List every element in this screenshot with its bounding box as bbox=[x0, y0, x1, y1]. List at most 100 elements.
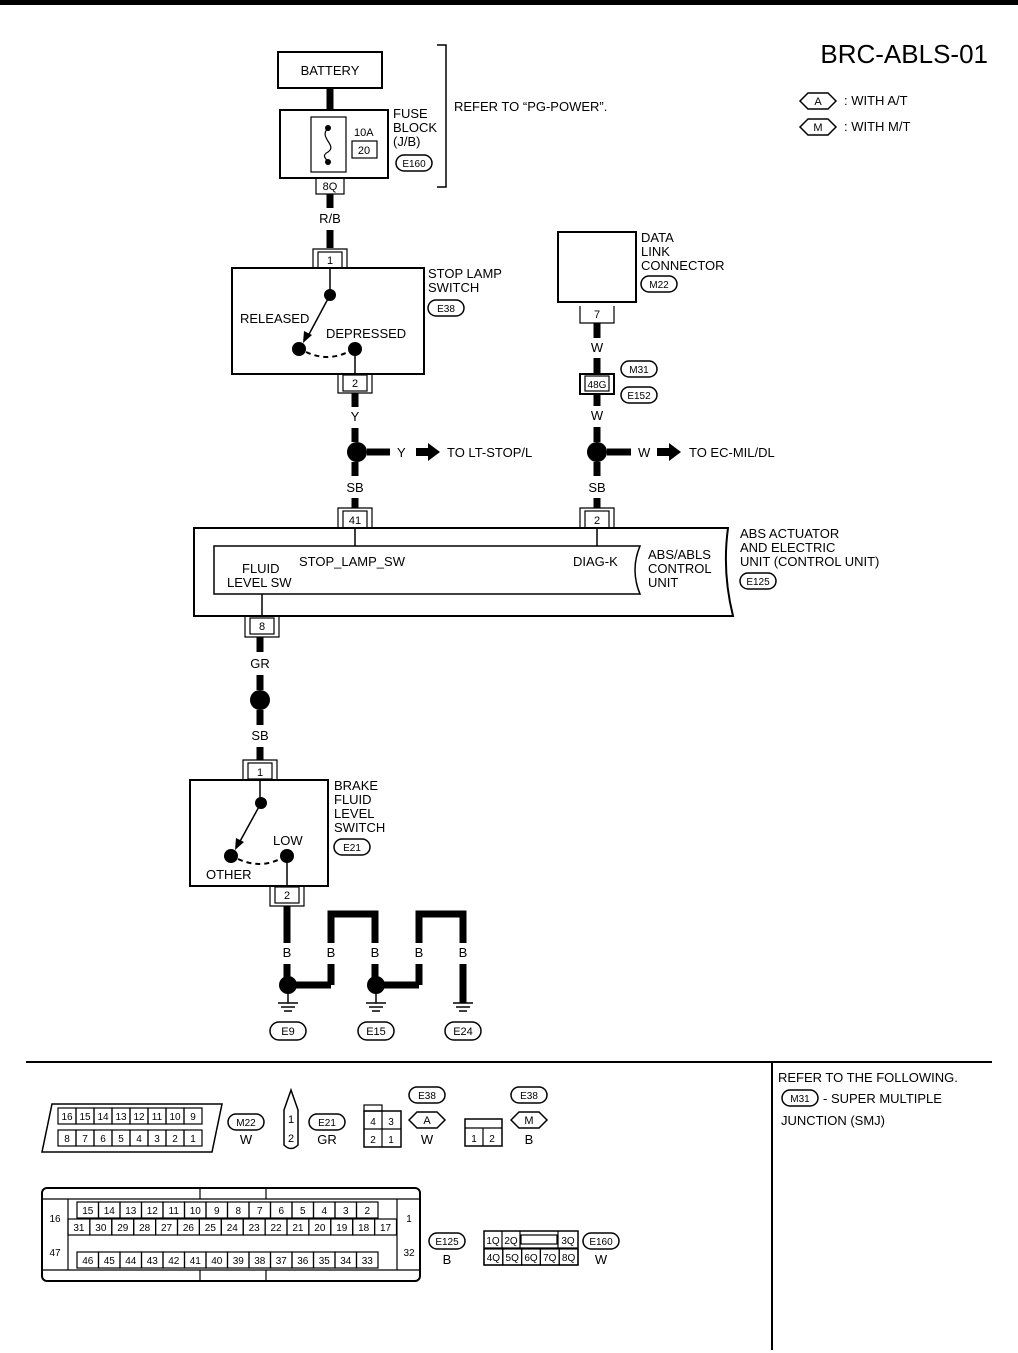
e125-pin-41: 41 bbox=[190, 1256, 202, 1267]
connector-e38-at: 4 3 2 1 E38 A W bbox=[363, 1086, 447, 1148]
e125-pin-21: 21 bbox=[292, 1223, 304, 1234]
e160-pin-2q: 2Q bbox=[504, 1236, 518, 1247]
ground-wire-b1: B bbox=[283, 945, 292, 960]
e21-pin-1: 1 bbox=[288, 1114, 294, 1126]
e125-pin-11: 11 bbox=[169, 1206, 180, 1217]
e125-pin-28: 28 bbox=[139, 1223, 151, 1234]
e160-pin-6Q: 6Q bbox=[524, 1253, 538, 1264]
m22-pin-11: 11 bbox=[152, 1112, 163, 1123]
abs-label-3: UNIT (CONTROL UNIT) bbox=[740, 554, 879, 569]
e125-color: B bbox=[443, 1252, 452, 1267]
e125-pin-44: 44 bbox=[125, 1256, 137, 1267]
to-ec-mil: TO EC-MIL/DL bbox=[689, 445, 775, 460]
m22-pin-12: 12 bbox=[133, 1112, 145, 1123]
m22-cell bbox=[183, 1107, 203, 1125]
abs-fluid-2: LEVEL SW bbox=[227, 575, 292, 590]
data-link-connector: DATA LINK CONNECTOR M22 7 bbox=[557, 230, 725, 324]
e125-pin-12: 12 bbox=[147, 1206, 159, 1217]
legend-text-m: : WITH M/T bbox=[844, 119, 910, 134]
wire-gr: GR bbox=[250, 656, 270, 671]
wire-w-2: W bbox=[591, 408, 604, 423]
e125-pin-23: 23 bbox=[249, 1223, 261, 1234]
m22-pin-3: 3 bbox=[154, 1134, 160, 1145]
e38m-pin-2: 2 bbox=[489, 1134, 495, 1145]
e125-pin-34: 34 bbox=[340, 1256, 352, 1267]
e125-pin-36: 36 bbox=[297, 1256, 309, 1267]
wire-y: Y bbox=[351, 409, 360, 424]
e160-color: W bbox=[595, 1252, 608, 1267]
m22-cell bbox=[183, 1129, 203, 1147]
fuse-conn: E160 bbox=[402, 159, 426, 170]
ground-e9: E9 bbox=[281, 1026, 294, 1038]
label-released: RELEASED bbox=[240, 311, 309, 326]
e125-pin-30: 30 bbox=[95, 1223, 107, 1234]
e125-pin-26: 26 bbox=[183, 1223, 195, 1234]
e125-pin-42: 42 bbox=[168, 1256, 180, 1267]
smj-code: M31 bbox=[790, 1094, 810, 1105]
dlc-label-2: LINK bbox=[641, 244, 670, 259]
smj-text-1: - SUPER MULTIPLE bbox=[823, 1091, 942, 1106]
e160-pin-1q: 1Q bbox=[486, 1236, 500, 1247]
e125-pin-4: 4 bbox=[321, 1206, 327, 1217]
e125-pin-24: 24 bbox=[227, 1223, 239, 1234]
fuse-symbol bbox=[323, 127, 332, 163]
m22-pin-7: 7 bbox=[82, 1134, 88, 1145]
e125-left-top: 16 bbox=[49, 1214, 61, 1225]
arrow-ec-mil bbox=[657, 443, 681, 461]
ground-symbol-e24 bbox=[453, 1002, 473, 1012]
legend-code-a: A bbox=[814, 96, 822, 108]
e160-code: E160 bbox=[589, 1237, 613, 1248]
m22-pin-9: 9 bbox=[190, 1112, 196, 1123]
e38m-code: E38 bbox=[520, 1091, 538, 1102]
e125-pin-35: 35 bbox=[319, 1256, 331, 1267]
e21-pin-2: 2 bbox=[288, 1133, 294, 1145]
ground-wiring: B B B B B E9 bbox=[269, 906, 482, 1041]
e125-pin-3: 3 bbox=[343, 1206, 349, 1217]
stop-lamp-label-1: STOP LAMP bbox=[428, 266, 502, 281]
e125-code: E125 bbox=[435, 1237, 459, 1248]
e38m-tag: M bbox=[524, 1115, 533, 1127]
e125-pin-31: 31 bbox=[73, 1223, 85, 1234]
legend: A : WITH A/T M : WITH M/T bbox=[798, 92, 910, 136]
wire-rb: R/B bbox=[319, 211, 341, 226]
e125-pin-22: 22 bbox=[270, 1223, 282, 1234]
e125-pin-40: 40 bbox=[211, 1256, 223, 1267]
m22-color: W bbox=[240, 1132, 253, 1147]
e125-pin-10: 10 bbox=[190, 1206, 202, 1217]
m22-pin-15: 15 bbox=[79, 1112, 91, 1123]
stop-lamp-pin-2: 2 bbox=[352, 378, 358, 390]
m22-pin-4: 4 bbox=[136, 1134, 142, 1145]
e125-pin-46: 46 bbox=[82, 1256, 94, 1267]
e38m-pin-1: 1 bbox=[471, 1134, 477, 1145]
m22-pin-5: 5 bbox=[118, 1134, 124, 1145]
dlc-label-3: CONNECTOR bbox=[641, 258, 725, 273]
e160-pin-8Q: 8Q bbox=[562, 1253, 576, 1264]
e125-pin-37: 37 bbox=[276, 1256, 288, 1267]
abs-diag-k: DIAG-K bbox=[573, 554, 618, 569]
e125-pin-18: 18 bbox=[358, 1223, 370, 1234]
e125-pin-19: 19 bbox=[336, 1223, 348, 1234]
fuse-label-2: BLOCK bbox=[393, 120, 437, 135]
e38a-pin-3: 3 bbox=[388, 1117, 394, 1128]
e125-pin-38: 38 bbox=[254, 1256, 266, 1267]
fuse-conn-oval bbox=[395, 154, 433, 172]
wire-sb-3: SB bbox=[251, 728, 268, 743]
brake-label-3: LEVEL bbox=[334, 806, 374, 821]
e125-pin-43: 43 bbox=[147, 1256, 159, 1267]
e21-code: E21 bbox=[318, 1118, 336, 1129]
e125-right-top: 1 bbox=[406, 1214, 412, 1225]
abs-pin-41: 41 bbox=[349, 515, 361, 527]
e125-pin-15: 15 bbox=[82, 1206, 94, 1217]
brake-label-4: SWITCH bbox=[334, 820, 385, 835]
e125-cell bbox=[355, 1251, 379, 1269]
legend-text-a: : WITH A/T bbox=[844, 93, 908, 108]
ground-symbol-e15 bbox=[366, 1002, 386, 1012]
fuse-block: 10A 20 FUSE BLOCK (J/B) E160 8Q bbox=[279, 106, 437, 195]
to-lt-stop: TO LT-STOP/L bbox=[447, 445, 532, 460]
dlc-label-1: DATA bbox=[641, 230, 674, 245]
brake-pin-1: 1 bbox=[257, 767, 263, 779]
connector-e38-mt: 1 2 E38 M B bbox=[464, 1086, 549, 1147]
e125-pin-14: 14 bbox=[104, 1206, 116, 1217]
e125-pin-2: 2 bbox=[364, 1206, 370, 1217]
